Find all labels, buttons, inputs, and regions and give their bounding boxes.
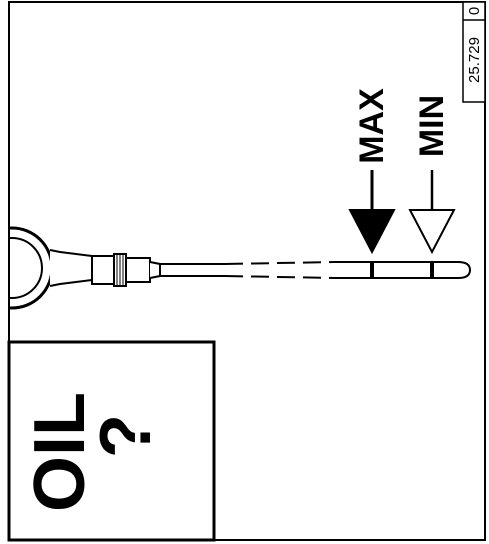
oil-panel: OIL ? xyxy=(7,340,216,542)
min-label: MIN xyxy=(413,95,451,157)
reference-number: 25.729 xyxy=(466,37,483,83)
dipstick-ring xyxy=(0,225,54,315)
max-arrow-icon xyxy=(348,170,396,255)
dipstick-body xyxy=(49,249,472,287)
max-label: MAX xyxy=(353,88,391,164)
oil-title: OIL xyxy=(20,392,100,512)
oil-question-mark: ? xyxy=(86,414,166,458)
reference-box: 0 25.729 xyxy=(462,1,486,103)
reference-suffix: 0 xyxy=(466,7,483,15)
min-arrow-icon xyxy=(408,170,456,255)
